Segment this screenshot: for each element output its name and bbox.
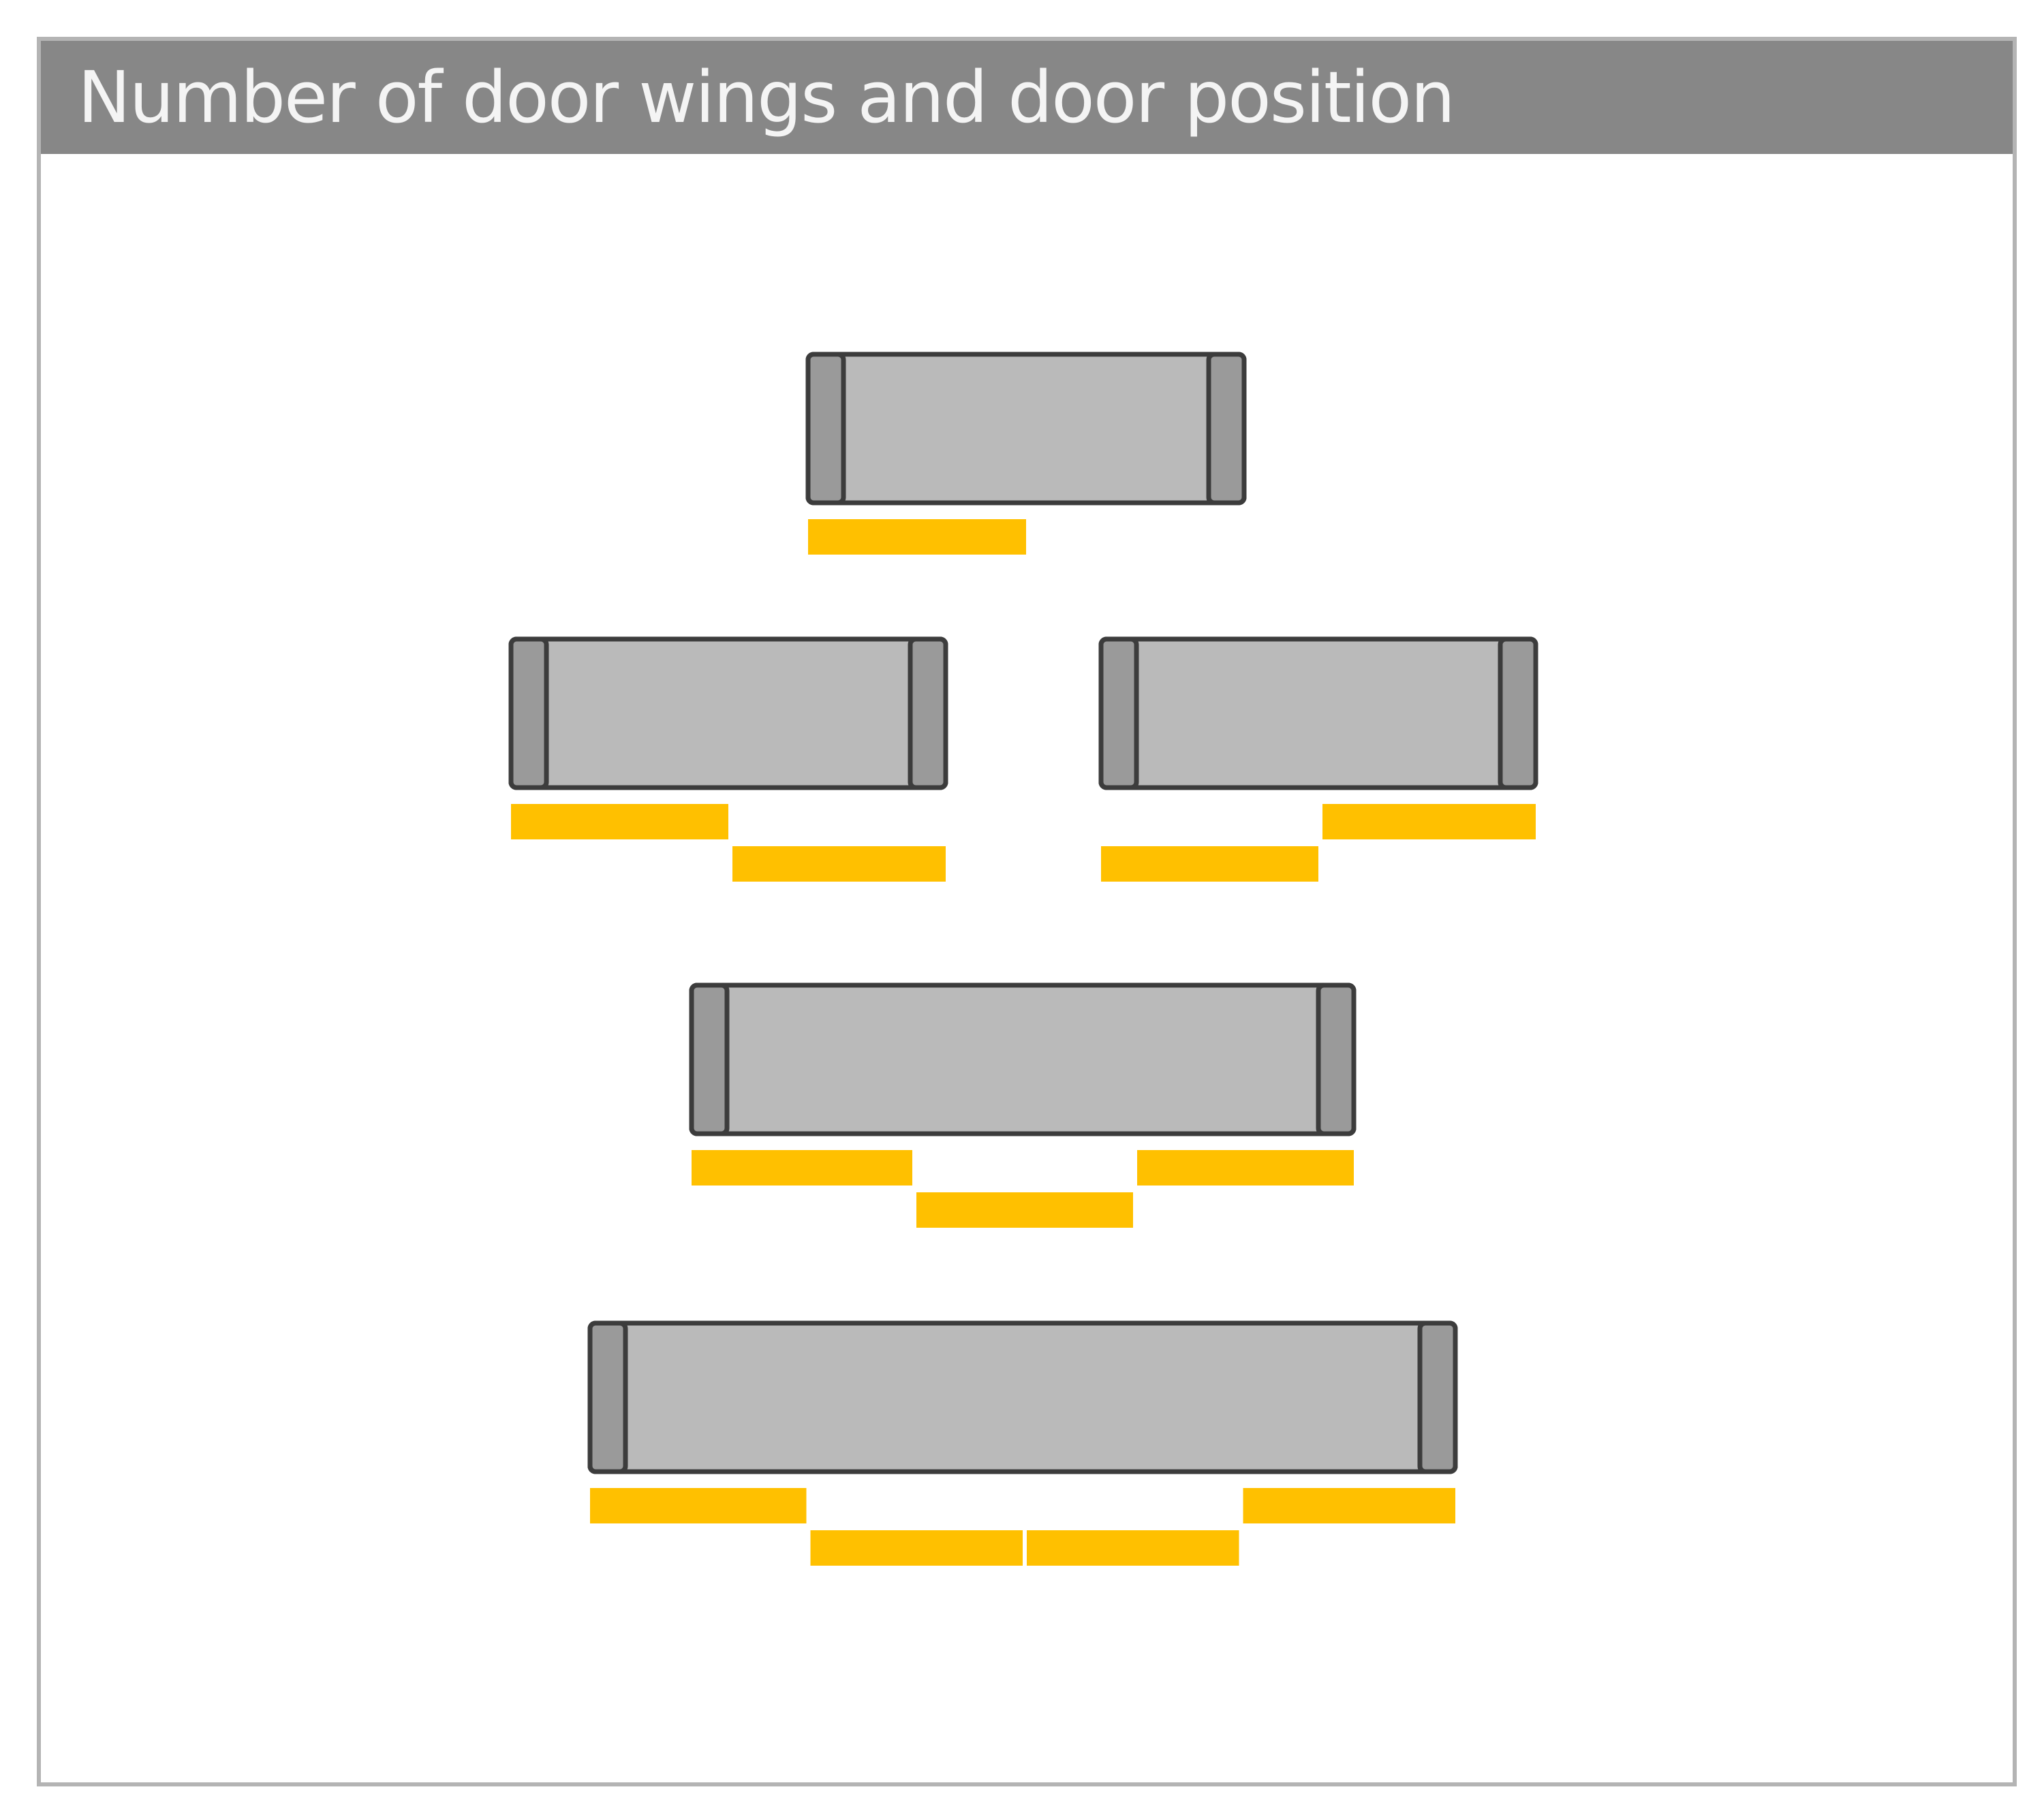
door-frame bbox=[805, 352, 1247, 506]
door-wing bbox=[808, 519, 1026, 555]
door-jamb-right bbox=[1417, 1320, 1458, 1474]
door-frame bbox=[689, 982, 1357, 1136]
door-wing bbox=[1243, 1488, 1455, 1523]
door-wing bbox=[1101, 846, 1318, 882]
door-wing bbox=[1137, 1150, 1354, 1186]
panel-title: Number of door wings and door position bbox=[78, 56, 1455, 139]
door-jamb-left bbox=[689, 982, 730, 1136]
door-wing bbox=[511, 804, 728, 839]
door-option-one-wing[interactable] bbox=[805, 352, 1247, 555]
door-frame bbox=[587, 1320, 1458, 1474]
door-wing bbox=[916, 1192, 1133, 1228]
door-wing bbox=[732, 846, 946, 882]
door-wing bbox=[692, 1150, 912, 1186]
door-jamb-left bbox=[1098, 636, 1139, 790]
door-option-two-wing-left[interactable] bbox=[508, 636, 948, 882]
panel-header: Number of door wings and door position bbox=[41, 41, 2013, 154]
door-jamb-right bbox=[1206, 352, 1247, 506]
door-wing bbox=[1322, 804, 1536, 839]
door-wing bbox=[810, 1530, 1023, 1566]
door-jamb-left bbox=[805, 352, 846, 506]
door-option-four-wing[interactable] bbox=[587, 1320, 1458, 1566]
door-jamb-right bbox=[1498, 636, 1538, 790]
door-option-three-wing[interactable] bbox=[689, 982, 1357, 1228]
door-wing bbox=[1027, 1530, 1239, 1566]
door-jamb-right bbox=[1316, 982, 1357, 1136]
door-option-two-wing-right[interactable] bbox=[1098, 636, 1538, 882]
door-jamb-right bbox=[908, 636, 948, 790]
door-jamb-left bbox=[587, 1320, 628, 1474]
door-frame bbox=[1098, 636, 1538, 790]
door-config-panel: Number of door wings and door position bbox=[37, 37, 2017, 1786]
door-jamb-left bbox=[508, 636, 549, 790]
door-frame bbox=[508, 636, 948, 790]
door-wing bbox=[590, 1488, 807, 1523]
